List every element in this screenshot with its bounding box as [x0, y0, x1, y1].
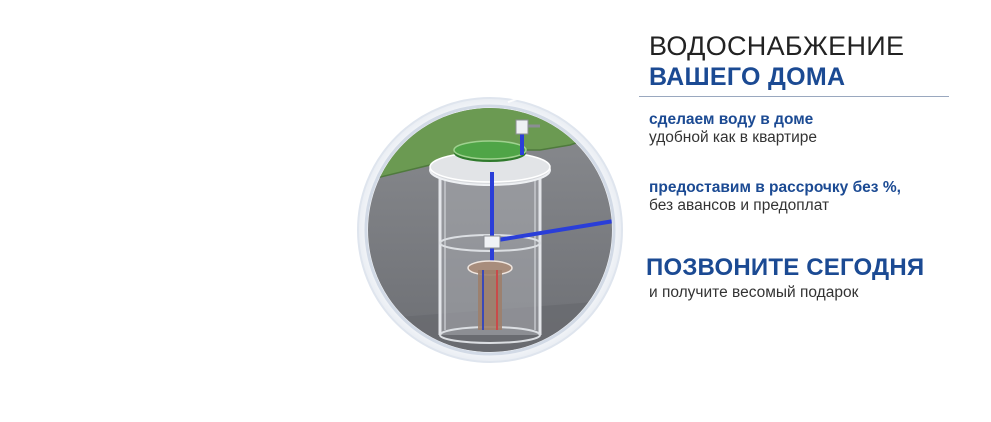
- feature-1-strong: сделаем воду в доме: [649, 111, 814, 128]
- feature-1-plain: удобной как в квартире: [649, 129, 818, 146]
- headline-line2: ВАШЕГО ДОМА: [649, 63, 846, 91]
- feature-2-strong: предоставим в рассрочку без %,: [649, 179, 901, 196]
- pump-icon: [467, 260, 513, 330]
- cta-subtitle: и получите весомый подарок: [649, 284, 859, 301]
- headline-line1: ВОДОСНАБЖЕНИЕ: [649, 31, 905, 61]
- tap-icon: [515, 119, 540, 155]
- divider: [639, 96, 949, 97]
- feature-2-plain: без авансов и предоплат: [649, 197, 830, 214]
- cta-title: ПОЗВОНИТЕ СЕГОДНЯ: [646, 254, 925, 281]
